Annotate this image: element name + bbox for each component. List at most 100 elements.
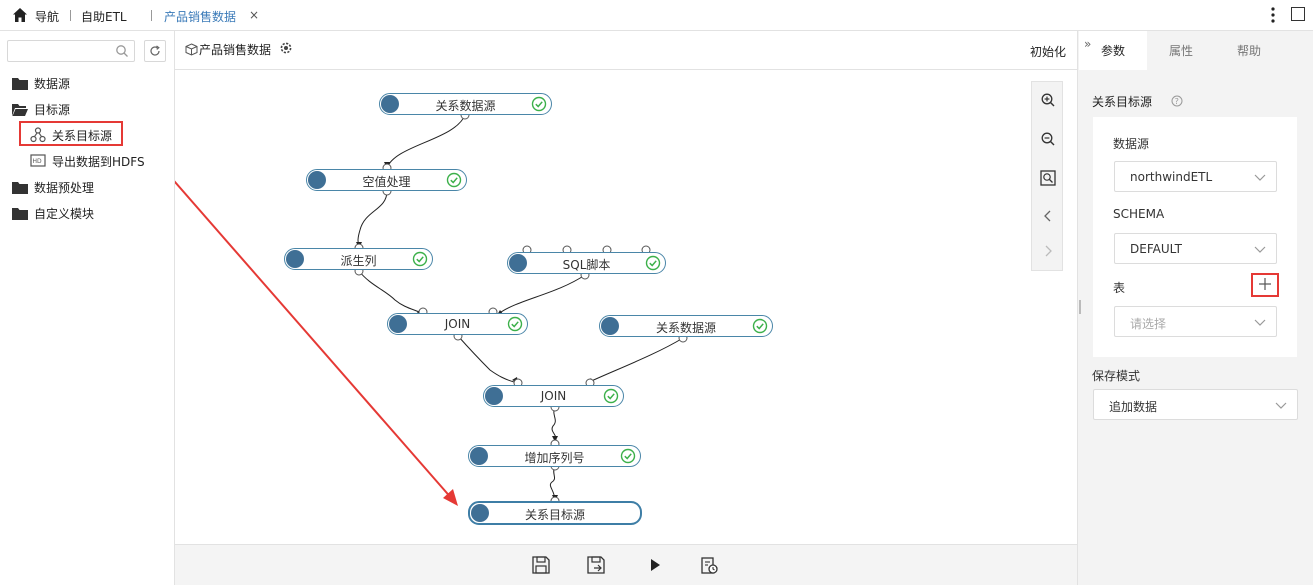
node-derived-column[interactable]: 派生列 bbox=[284, 248, 433, 270]
derived-column-icon bbox=[286, 250, 304, 268]
save-as-icon[interactable] bbox=[586, 555, 606, 575]
workflow-canvas[interactable]: 关系数据源 空值处理 派生列 SQL脚本 JOIN 关系数据源 JOIN 增加序… bbox=[175, 70, 1077, 544]
node-label: JOIN bbox=[540, 389, 567, 403]
refresh-button[interactable] bbox=[144, 40, 166, 62]
maximize-icon[interactable] bbox=[1291, 7, 1305, 21]
tree-item-custom-module[interactable]: 自定义模块 bbox=[12, 202, 94, 224]
annotation-arrow bbox=[175, 180, 458, 506]
sql-script-icon bbox=[509, 254, 527, 272]
plus-icon[interactable] bbox=[1258, 277, 1272, 291]
nav-label[interactable]: 导航 bbox=[35, 10, 60, 24]
check-circle-icon bbox=[603, 388, 619, 404]
zoom-out-icon[interactable] bbox=[1040, 131, 1056, 147]
chevron-down-icon bbox=[1254, 174, 1266, 181]
relational-source-icon bbox=[381, 95, 399, 113]
node-sql-script[interactable]: SQL脚本 bbox=[507, 252, 666, 274]
fit-view-icon[interactable] bbox=[1040, 170, 1056, 186]
cube-icon bbox=[185, 43, 198, 56]
chevron-down-icon bbox=[1254, 319, 1266, 326]
tree-item-datasource[interactable]: 数据源 bbox=[12, 72, 70, 94]
gear-icon[interactable] bbox=[279, 41, 293, 55]
init-button[interactable]: 初始化 bbox=[1029, 45, 1066, 59]
datasource-select[interactable]: northwindETL bbox=[1114, 161, 1277, 192]
check-circle-icon bbox=[620, 448, 636, 464]
edge bbox=[586, 337, 684, 384]
canvas-footer-toolbar bbox=[175, 544, 1077, 585]
left-panel: 数据源 目标源 关系目标源 HD 导出数据到HDFS 数据预处理 自定义模块 bbox=[0, 31, 175, 585]
tab-properties[interactable]: 属性 bbox=[1168, 44, 1193, 58]
tab-label[interactable]: 产品销售数据 bbox=[164, 10, 237, 24]
home-icon[interactable] bbox=[12, 7, 28, 23]
node-add-sequence[interactable]: 增加序列号 bbox=[468, 445, 641, 467]
edge bbox=[457, 335, 519, 384]
node-label: 空值处理 bbox=[362, 175, 411, 189]
close-icon[interactable]: × bbox=[249, 8, 260, 22]
tree-item-preprocess[interactable]: 数据预处理 bbox=[12, 176, 94, 198]
datasource-label: 数据源 bbox=[1113, 137, 1150, 151]
table-select[interactable]: 请选择 bbox=[1114, 306, 1277, 337]
check-circle-icon bbox=[412, 251, 428, 267]
zoom-in-icon[interactable] bbox=[1040, 92, 1056, 108]
search-input[interactable] bbox=[7, 40, 135, 62]
search-icon[interactable] bbox=[115, 44, 129, 58]
node-relational-source-2[interactable]: 关系数据源 bbox=[599, 315, 773, 337]
tree-item-label: 自定义模块 bbox=[34, 206, 95, 221]
separator bbox=[151, 10, 152, 21]
tree-item-label: 导出数据到HDFS bbox=[52, 154, 145, 169]
tree-item-target[interactable]: 目标源 bbox=[12, 98, 70, 120]
schedule-icon[interactable] bbox=[699, 555, 719, 575]
edge bbox=[358, 270, 424, 316]
node-label: 关系数据源 bbox=[435, 99, 496, 113]
schema-select[interactable]: DEFAULT bbox=[1114, 233, 1277, 264]
chevron-down-icon bbox=[1254, 246, 1266, 253]
prev-icon[interactable] bbox=[1040, 208, 1056, 224]
svg-text:HD: HD bbox=[33, 158, 43, 165]
add-sequence-icon bbox=[470, 447, 488, 465]
tree-item-label: 数据源 bbox=[34, 76, 71, 91]
tab-product-sales[interactable]: 产品销售数据 × bbox=[153, 0, 265, 31]
schema-label: SCHEMA bbox=[1113, 207, 1165, 221]
more-vertical-icon[interactable] bbox=[1270, 6, 1276, 24]
check-circle-icon bbox=[446, 172, 462, 188]
edge bbox=[549, 465, 556, 502]
check-circle-icon bbox=[645, 255, 661, 271]
right-panel-tabs: 参数 属性 帮助 bbox=[1078, 31, 1313, 70]
table-label: 表 bbox=[1113, 281, 1126, 295]
etl-label[interactable]: 自助ETL bbox=[81, 10, 127, 24]
edge bbox=[496, 274, 586, 316]
save-icon[interactable] bbox=[531, 555, 551, 575]
collapse-icon[interactable]: » bbox=[1084, 37, 1092, 51]
check-circle-icon bbox=[531, 96, 547, 112]
tree-item-hdfs-export[interactable]: HD 导出数据到HDFS bbox=[30, 150, 145, 172]
folder-icon bbox=[12, 77, 28, 90]
datasource-value: northwindETL bbox=[1130, 170, 1213, 184]
check-circle-icon bbox=[507, 316, 523, 332]
tab-help[interactable]: 帮助 bbox=[1236, 44, 1261, 58]
node-relational-target[interactable]: 关系目标源 bbox=[468, 501, 642, 525]
node-join-1[interactable]: JOIN bbox=[387, 313, 528, 335]
panel-splitter[interactable] bbox=[1079, 300, 1081, 314]
edge bbox=[357, 190, 388, 249]
node-relational-source[interactable]: 关系数据源 bbox=[379, 93, 552, 115]
help-icon[interactable]: ? bbox=[1171, 95, 1183, 107]
table-placeholder: 请选择 bbox=[1130, 317, 1167, 331]
folder-icon bbox=[12, 181, 28, 194]
hdfs-export-icon: HD bbox=[30, 154, 46, 167]
target-config-card: 数据源 northwindETL SCHEMA DEFAULT 表 请选择 bbox=[1093, 117, 1297, 357]
top-bar: 导航 自助ETL 产品销售数据 × bbox=[0, 0, 1313, 31]
node-null-handling[interactable]: 空值处理 bbox=[306, 169, 467, 191]
run-icon[interactable] bbox=[646, 555, 666, 575]
tree-item-relational-target[interactable]: 关系目标源 bbox=[30, 124, 112, 146]
annotation-highlight-box bbox=[1251, 273, 1279, 297]
tab-params[interactable]: 参数 bbox=[1079, 31, 1147, 70]
join-icon bbox=[485, 387, 503, 405]
right-panel: 参数 属性 帮助 » 关系目标源 ? 数据源 northwindETL SCHE… bbox=[1077, 31, 1313, 585]
tree-item-label: 目标源 bbox=[34, 102, 71, 117]
check-circle-icon bbox=[752, 318, 768, 334]
canvas-header: 产品销售数据 初始化 bbox=[175, 31, 1077, 70]
node-join-2[interactable]: JOIN bbox=[483, 385, 624, 407]
save-mode-select[interactable]: 追加数据 bbox=[1093, 389, 1298, 420]
separator bbox=[70, 10, 71, 21]
next-icon[interactable] bbox=[1040, 243, 1056, 259]
tree-item-label: 关系目标源 bbox=[52, 128, 113, 143]
